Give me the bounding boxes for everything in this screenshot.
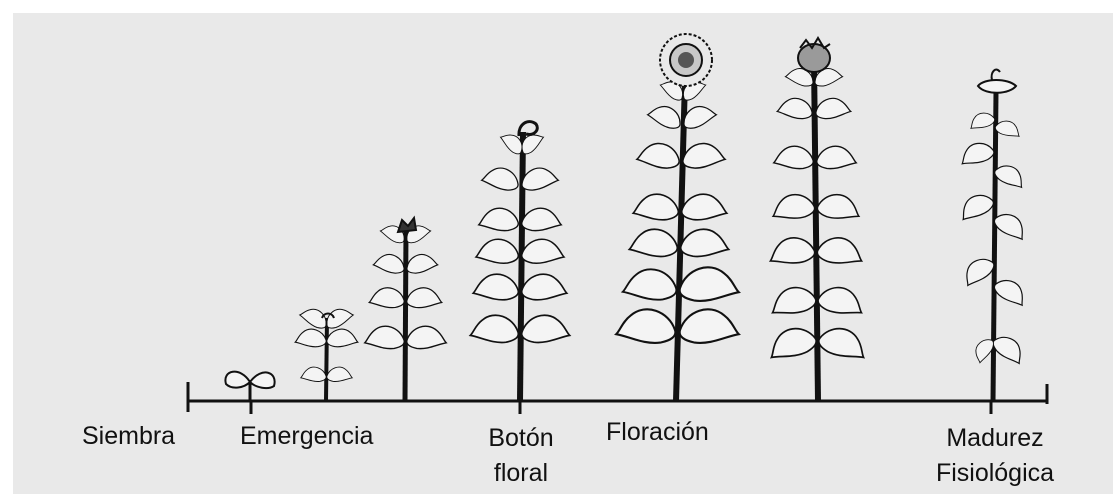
label-madurez-fisiologica-line2: Fisiológica [930, 456, 1060, 491]
label-floracion-line1: Floración [606, 420, 709, 445]
timeline-axis [188, 382, 1047, 414]
label-siembra-line1: Siembra [82, 424, 175, 449]
plant-grain-fill [765, 38, 871, 401]
plant-vegetative [365, 218, 446, 401]
plant-seedling [225, 372, 274, 401]
label-boton-floral-line2: floral [476, 456, 566, 491]
flower-head [660, 34, 712, 86]
label-floracion: Floración [606, 420, 709, 445]
label-siembra: Siembra [82, 424, 175, 449]
plant-flowering [616, 34, 739, 401]
plant-young [295, 304, 358, 401]
label-madurez-fisiologica: Madurez Fisiológica [930, 421, 1060, 491]
drooping-head [978, 70, 1016, 93]
label-boton-floral: Botón floral [476, 421, 566, 491]
plant-bud [470, 122, 569, 401]
plant-mature [956, 70, 1030, 401]
label-boton-floral-line1: Botón [476, 421, 566, 456]
label-emergencia-line1: Emergencia [240, 424, 373, 449]
label-emergencia: Emergencia [240, 424, 373, 449]
wilting-flower-head [798, 38, 830, 72]
label-madurez-fisiologica-line1: Madurez [930, 421, 1060, 456]
